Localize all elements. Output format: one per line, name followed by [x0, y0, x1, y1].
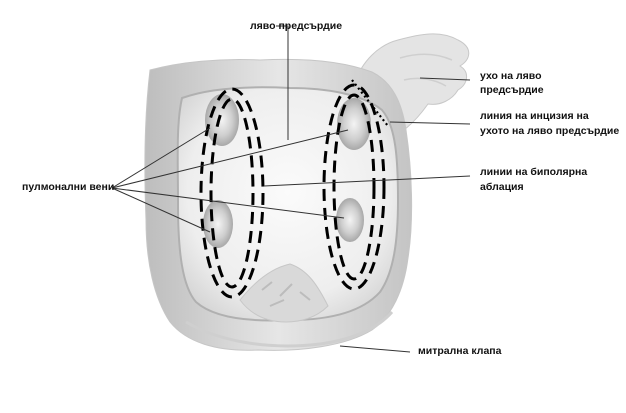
label-appendage-line2: предсърдие: [480, 84, 544, 97]
pulmonary-vein-ostium: [203, 200, 233, 248]
label-mitral-valve: митрална клапа: [418, 345, 501, 358]
pulmonary-vein-ostium: [336, 198, 364, 242]
leader-mitral: [340, 346, 410, 352]
pulmonary-vein-ostium: [337, 98, 371, 150]
label-appendage-line1: ухо на ляво: [480, 70, 542, 83]
label-incision-line2: ухото на ляво предсърдие: [480, 125, 619, 138]
label-left-atrium: ляво предсърдие: [250, 20, 342, 33]
pulmonary-vein-ostium: [205, 94, 239, 146]
label-pulmonary-veins: пулмонални вени: [22, 181, 114, 194]
label-incision-line1: линия на инцизия на: [480, 110, 589, 123]
label-ablation-line1: линии на биполярна: [480, 166, 587, 179]
label-ablation-line2: аблация: [480, 181, 524, 194]
